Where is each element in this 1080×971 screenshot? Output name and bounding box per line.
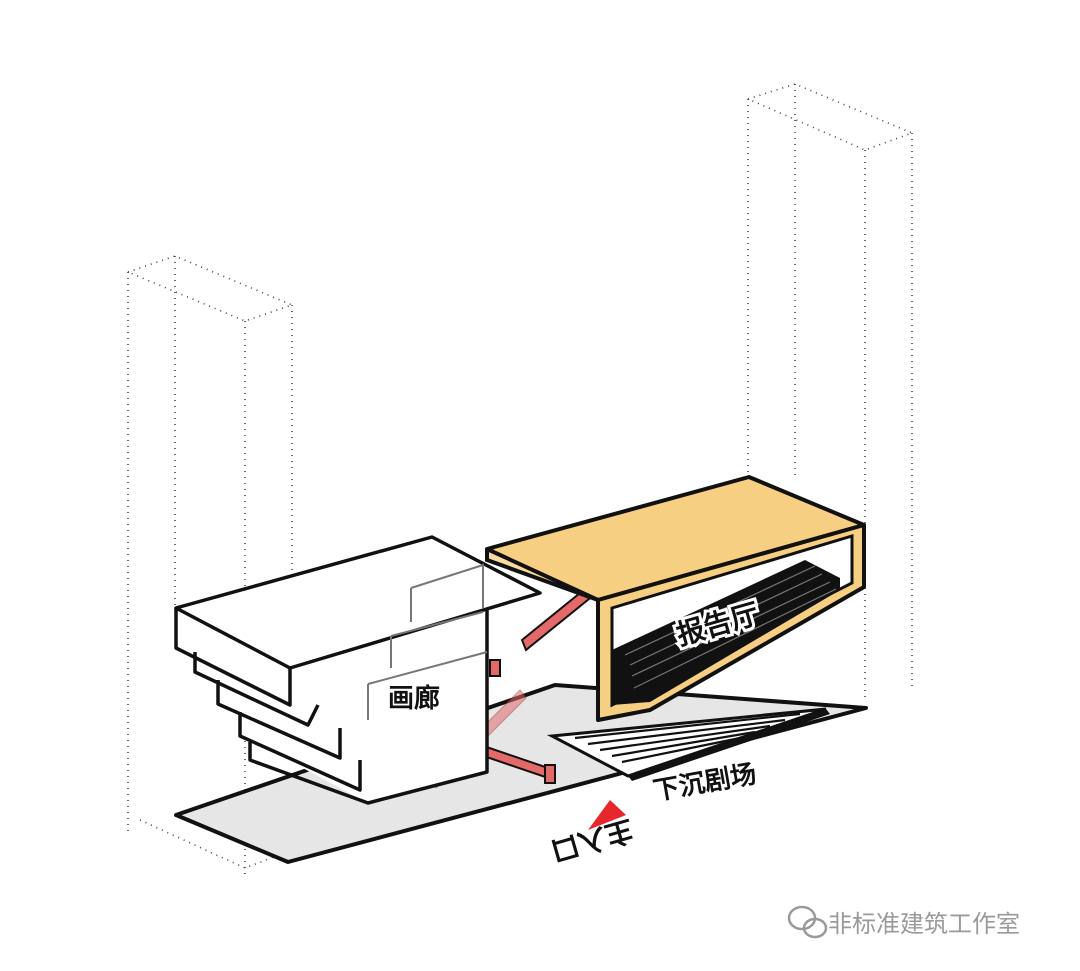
gallery-building — [174, 535, 542, 805]
main-entrance-marker — [588, 800, 626, 830]
sunken-theater — [546, 707, 830, 781]
main-entrance-label: 主入口 — [547, 813, 637, 868]
ghost-tower-left — [125, 255, 295, 876]
watermark-text: 非标准建筑工作室 — [828, 910, 1020, 938]
wechat-icon — [787, 905, 828, 939]
ghost-tower-right — [745, 83, 915, 700]
auditorium-building — [485, 475, 866, 722]
watermark: 非标准建筑工作室 — [787, 905, 1020, 939]
gallery-label: 画廊 — [388, 683, 440, 714]
auditorium-seating — [612, 560, 840, 705]
